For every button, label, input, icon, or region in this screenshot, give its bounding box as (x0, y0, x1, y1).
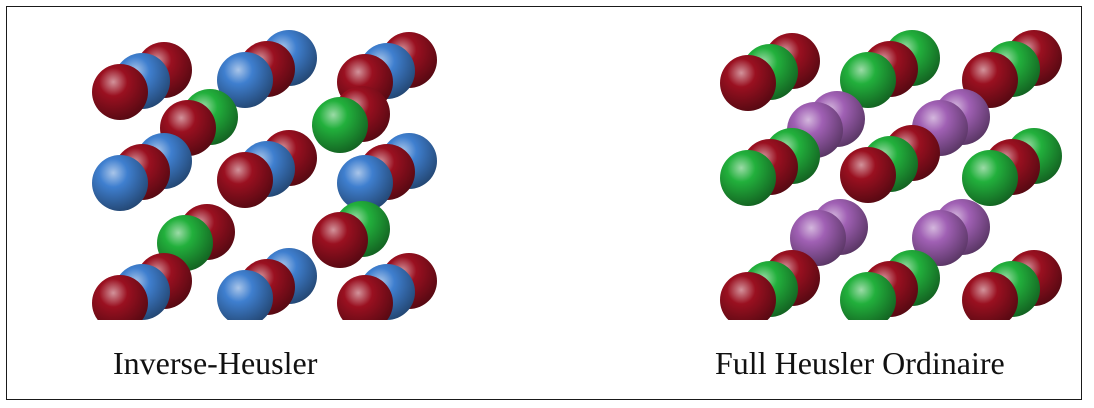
purple-atom (912, 210, 968, 266)
red-atom (720, 55, 776, 111)
inverse-heusler-caption: Inverse-Heusler (113, 345, 318, 381)
atom-cluster (217, 30, 317, 108)
atom-cluster (217, 248, 317, 320)
red-atom (840, 147, 896, 203)
atom-cluster (962, 128, 1062, 206)
inverse-heusler-lattice (92, 30, 437, 320)
full-heusler-structure (700, 0, 1070, 320)
red-atom (312, 212, 368, 268)
red-atom (217, 152, 273, 208)
purple-atom (790, 210, 846, 266)
atom-cluster (840, 250, 940, 320)
red-atom (962, 272, 1018, 320)
atom-cluster (217, 130, 317, 208)
atom-cluster (962, 30, 1062, 108)
green-atom (840, 52, 896, 108)
atom-cluster (912, 199, 990, 266)
red-atom (92, 275, 148, 320)
atom-cluster (337, 253, 437, 320)
inverse-heusler-structure (70, 0, 450, 320)
green-atom (840, 272, 896, 320)
atom-cluster (840, 30, 940, 108)
atom-cluster (92, 253, 192, 320)
green-atom (720, 150, 776, 206)
green-atom (312, 97, 368, 153)
atom-cluster (720, 33, 820, 111)
atom-cluster (312, 86, 390, 153)
figure-frame (6, 6, 1082, 400)
atom-cluster (790, 199, 868, 266)
full-heusler-caption: Full Heusler Ordinaire (715, 345, 1005, 381)
atom-cluster (962, 250, 1062, 320)
atom-cluster (720, 128, 820, 206)
red-atom (92, 64, 148, 120)
red-atom (337, 275, 393, 320)
atom-cluster (92, 133, 192, 211)
atom-cluster (840, 125, 940, 203)
blue-atom (217, 270, 273, 320)
red-atom (720, 272, 776, 320)
blue-atom (337, 155, 393, 211)
atom-cluster (337, 133, 437, 211)
blue-atom (92, 155, 148, 211)
atom-cluster (92, 42, 192, 120)
green-atom (962, 150, 1018, 206)
atom-cluster (720, 250, 820, 320)
blue-atom (217, 52, 273, 108)
full-heusler-lattice (720, 30, 1062, 320)
atom-cluster (312, 201, 390, 268)
